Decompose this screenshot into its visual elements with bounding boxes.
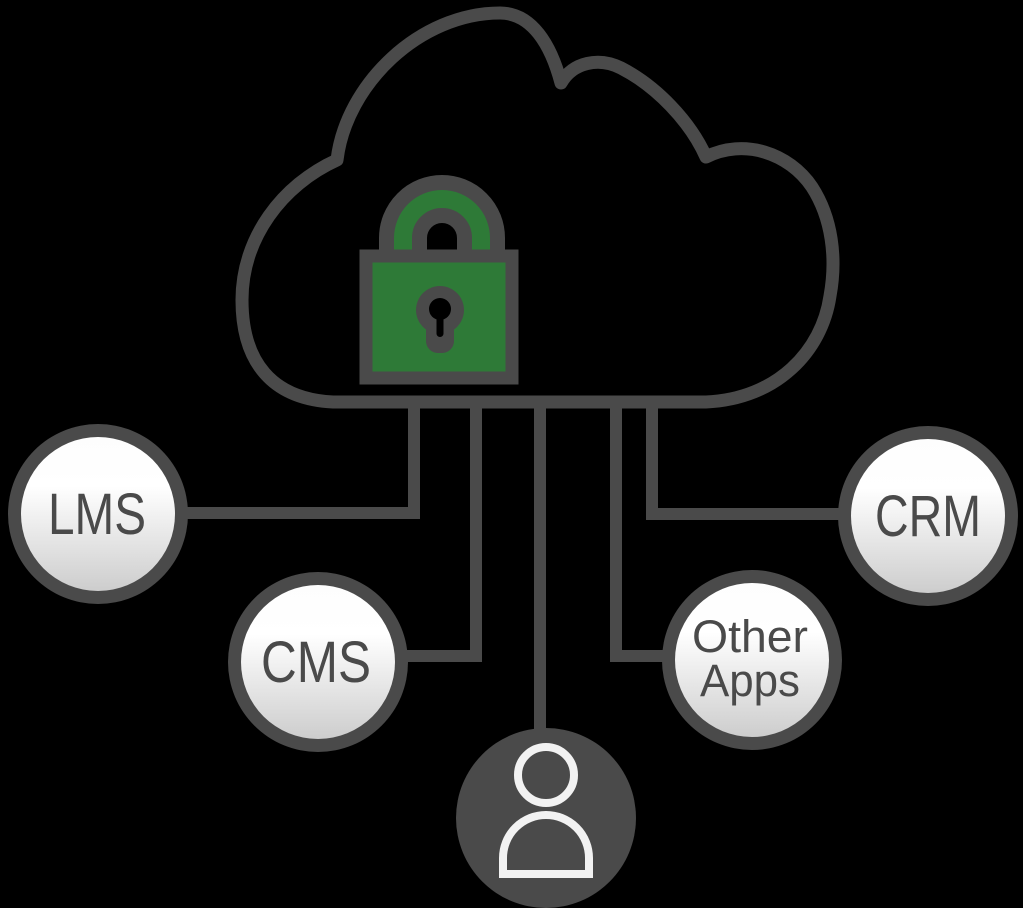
- person-body: [499, 811, 593, 878]
- node-lms: LMS: [8, 424, 188, 604]
- crm-label: CRM: [875, 484, 981, 549]
- person-head: [514, 743, 578, 807]
- keyhole-icon: [416, 286, 464, 353]
- crm-circle-face: [851, 439, 1005, 593]
- other-apps-circle-face: [675, 583, 829, 737]
- connectors: [184, 396, 846, 745]
- other-apps-label-line2: Apps: [700, 655, 800, 706]
- lms-label: LMS: [48, 482, 146, 547]
- connector-cloud-to-lms: [184, 396, 420, 519]
- node-other-apps: Other Apps: [662, 570, 842, 750]
- node-cms: CMS: [228, 572, 408, 752]
- person-icon: [499, 743, 593, 878]
- connector-cloud-to-crm: [646, 396, 846, 520]
- padlock-shackle-green: [394, 190, 490, 280]
- connector-cloud-to-other-apps: [610, 396, 670, 662]
- lms-circle-face: [21, 437, 175, 591]
- cloud-icon: [235, 6, 840, 409]
- node-user: [456, 728, 636, 908]
- padlock-icon: [359, 175, 519, 385]
- cms-circle-face: [241, 585, 395, 739]
- cms-label: CMS: [261, 630, 371, 695]
- other-apps-label-line1: Other: [692, 611, 808, 662]
- node-crm: CRM: [838, 426, 1018, 606]
- connector-cloud-to-cms: [402, 396, 482, 662]
